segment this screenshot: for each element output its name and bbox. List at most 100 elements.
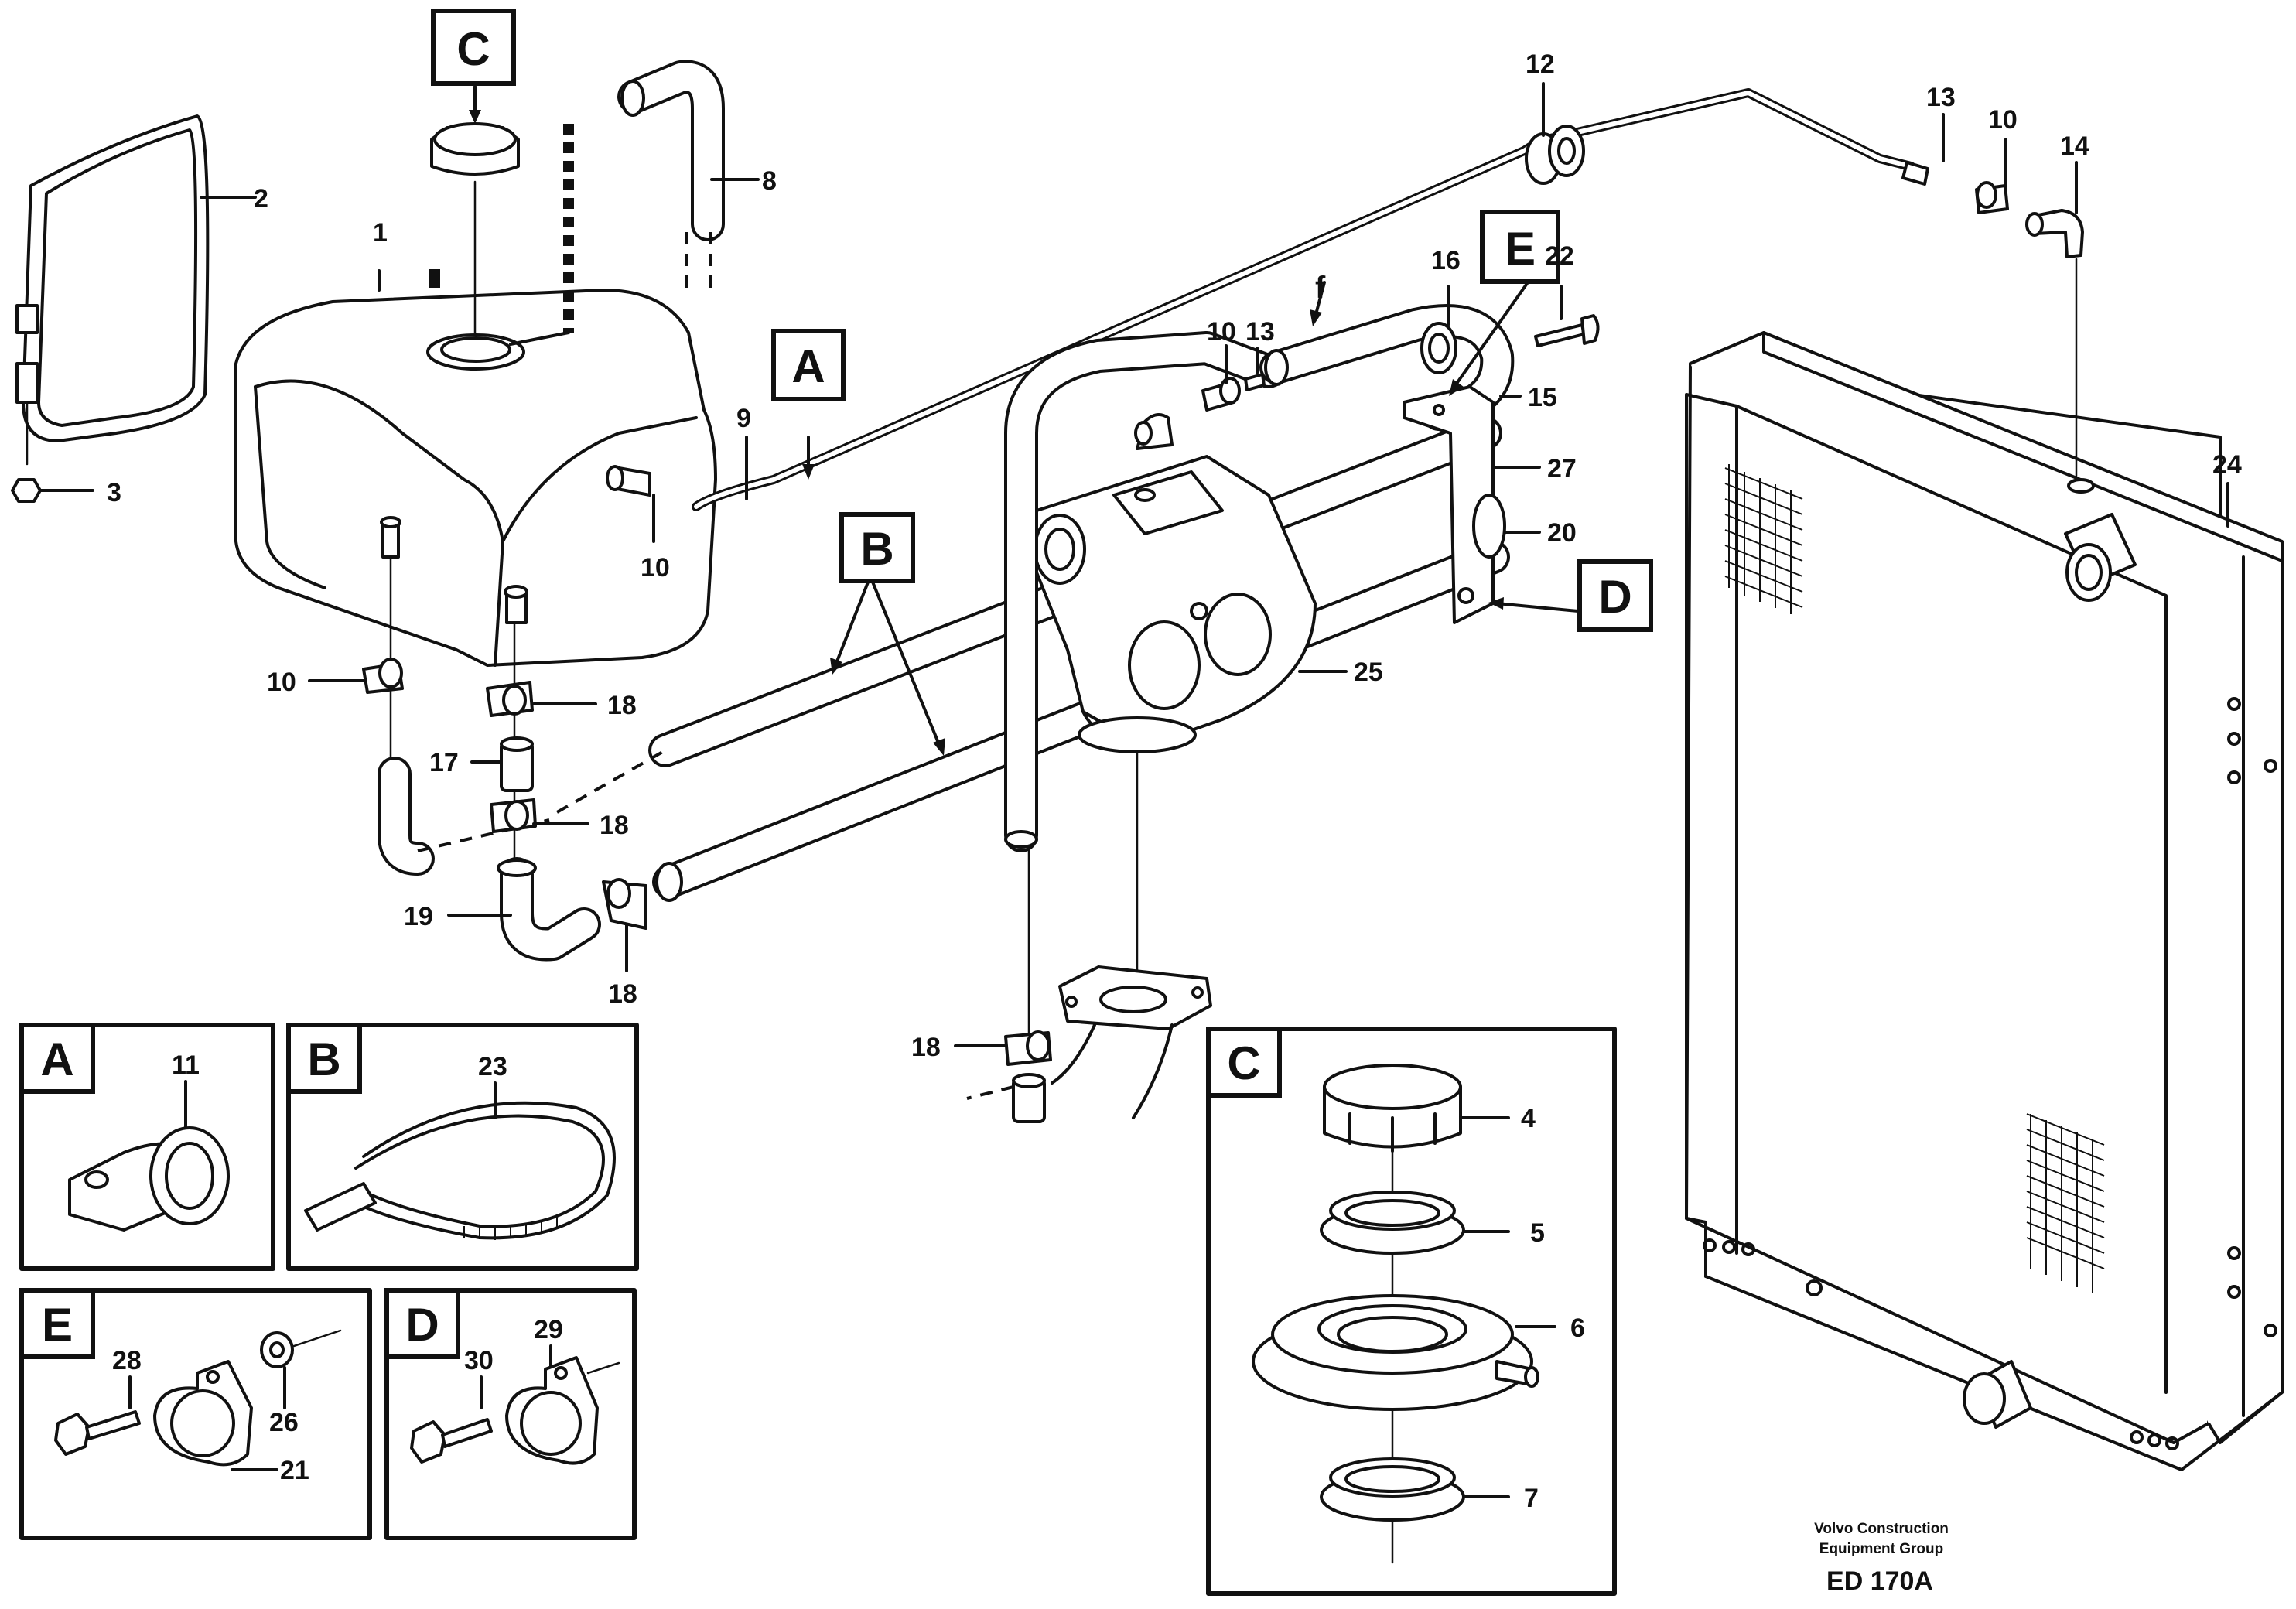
hose-clamp-10-housing — [1201, 377, 1241, 412]
view-marker-d — [1577, 559, 1653, 632]
filler-cap — [430, 122, 520, 334]
nut — [11, 478, 42, 503]
callout-4: 4 — [1521, 1104, 1536, 1133]
callout-15: 15 — [1528, 383, 1557, 412]
footer-block: Volvo Construction Equipment Group ED 17… — [1814, 1521, 1949, 1596]
footer-company-line1: Volvo Construction — [1814, 1521, 1949, 1537]
radiator-mount-holes — [1703, 697, 2277, 1450]
callout-16: 16 — [1431, 246, 1461, 275]
fitting-13-center — [1244, 373, 1266, 391]
callout-24: 24 — [2212, 450, 2242, 480]
elbow-14 — [2025, 209, 2084, 481]
footer-company-line2: Equipment Group — [1819, 1541, 1943, 1557]
callout-10-right: 10 — [1988, 105, 2018, 135]
callout-12: 12 — [1526, 50, 1555, 79]
callout-6: 6 — [1570, 1314, 1585, 1343]
tank-strap — [11, 114, 210, 503]
footer-drawing-code: ED 170A — [1826, 1566, 1933, 1596]
seal-ring-5 — [1320, 1191, 1510, 1255]
callout-14: 14 — [2060, 132, 2089, 161]
hose-clamp-18-upper — [486, 681, 534, 717]
view-marker-c — [431, 9, 516, 86]
leader-lines — [39, 82, 2229, 1047]
callout-17: 17 — [429, 748, 459, 777]
detail-panel-a: A 11 — [19, 1023, 275, 1271]
detail-e-letter: E — [42, 1299, 73, 1351]
detail-panel-b: B 23 — [286, 1023, 639, 1271]
hose-clamp-10-right — [1975, 181, 2009, 214]
hose-clamp-18-lower — [602, 878, 647, 930]
callout-8: 8 — [762, 166, 777, 196]
callout-13-right: 13 — [1926, 83, 1956, 112]
radiator-lower-outlet — [1963, 1360, 2032, 1429]
radiator-grille-bottom — [2026, 1113, 2105, 1293]
callout-18-middle: 18 — [600, 811, 629, 840]
callout-27: 27 — [1547, 454, 1577, 483]
clamp-21 — [153, 1360, 253, 1467]
connector-sleeve-17 — [500, 736, 534, 792]
callout-20: 20 — [1547, 518, 1577, 548]
detail-panel-e: E 28 26 21 — [19, 1288, 372, 1540]
callout-25: 25 — [1354, 658, 1383, 687]
view-marker-e — [1480, 210, 1560, 284]
callout-5: 5 — [1530, 1218, 1545, 1248]
callout-22: 22 — [1545, 241, 1574, 271]
view-marker-d-label: D — [1598, 571, 1631, 623]
detail-c-letter: C — [1227, 1037, 1260, 1089]
radiator-vent-port — [2067, 478, 2095, 494]
callout-10-tank: 10 — [641, 553, 670, 582]
view-marker-b — [839, 512, 915, 583]
radiator-upper-outlet — [2064, 513, 2137, 602]
callout-flow-f: f — [1315, 271, 1326, 305]
view-pointers — [469, 85, 1580, 756]
callout-23: 23 — [478, 1052, 507, 1081]
vent-hose — [509, 60, 725, 346]
washer-26 — [260, 1329, 342, 1368]
detail-panel-c: C 4 5 6 — [1206, 1027, 1617, 1596]
grommet-16 — [1420, 322, 1457, 374]
expansion-tank — [234, 269, 717, 667]
view-marker-c-label: C — [456, 23, 490, 75]
view-marker-b-label: B — [860, 523, 893, 575]
callout-18-bottom: 18 — [911, 1033, 941, 1062]
clip-11 — [68, 1126, 230, 1232]
callout-18-lower: 18 — [608, 979, 637, 1009]
filler-neck-6 — [1252, 1294, 1556, 1411]
elbow-fitting — [1134, 413, 1174, 450]
callout-30: 30 — [464, 1346, 494, 1375]
bolt-30 — [410, 1418, 493, 1464]
callout-2: 2 — [254, 184, 268, 214]
detail-a-letter: A — [40, 1033, 73, 1085]
callout-numbers: 1 2 3 8 9 10 10 18 17 18 19 18 18 12 13 … — [107, 50, 2242, 1062]
callout-10-housing: 10 — [1207, 317, 1236, 347]
view-marker-a — [771, 329, 846, 401]
hose-clamp-10-lower — [362, 658, 404, 694]
hose-clamp-18-bottom — [1004, 1030, 1052, 1066]
flange-gasket — [1051, 965, 1212, 1119]
detail-b-letter: B — [307, 1033, 340, 1085]
callout-9: 9 — [736, 404, 751, 433]
callout-29: 29 — [534, 1315, 563, 1344]
large-pipe-lower — [652, 540, 1510, 902]
radiator — [1685, 331, 2284, 1471]
view-marker-e-label: E — [1505, 223, 1536, 275]
view-marker-a-label: A — [791, 340, 825, 392]
callout-21: 21 — [280, 1456, 309, 1485]
callout-7: 7 — [1524, 1484, 1539, 1513]
callout-10-lower: 10 — [267, 668, 296, 697]
callout-1: 1 — [373, 218, 388, 248]
radiator-grille-top — [1724, 464, 1803, 614]
grommet-12 — [1525, 125, 1585, 185]
callout-3: 3 — [107, 478, 121, 507]
hose-clamp-18-middle — [490, 798, 537, 833]
pump-housing — [1034, 455, 1317, 976]
tank-level-mark — [429, 269, 440, 288]
callout-18-upper: 18 — [607, 691, 637, 720]
detail-d-letter: D — [405, 1299, 439, 1351]
fitting-13-right — [1901, 161, 1929, 186]
filler-cap-4 — [1323, 1064, 1510, 1153]
detail-panel-d: D 30 29 — [384, 1288, 637, 1540]
sealing-ring-20 — [1472, 494, 1506, 559]
callout-13-center: 13 — [1245, 317, 1275, 347]
